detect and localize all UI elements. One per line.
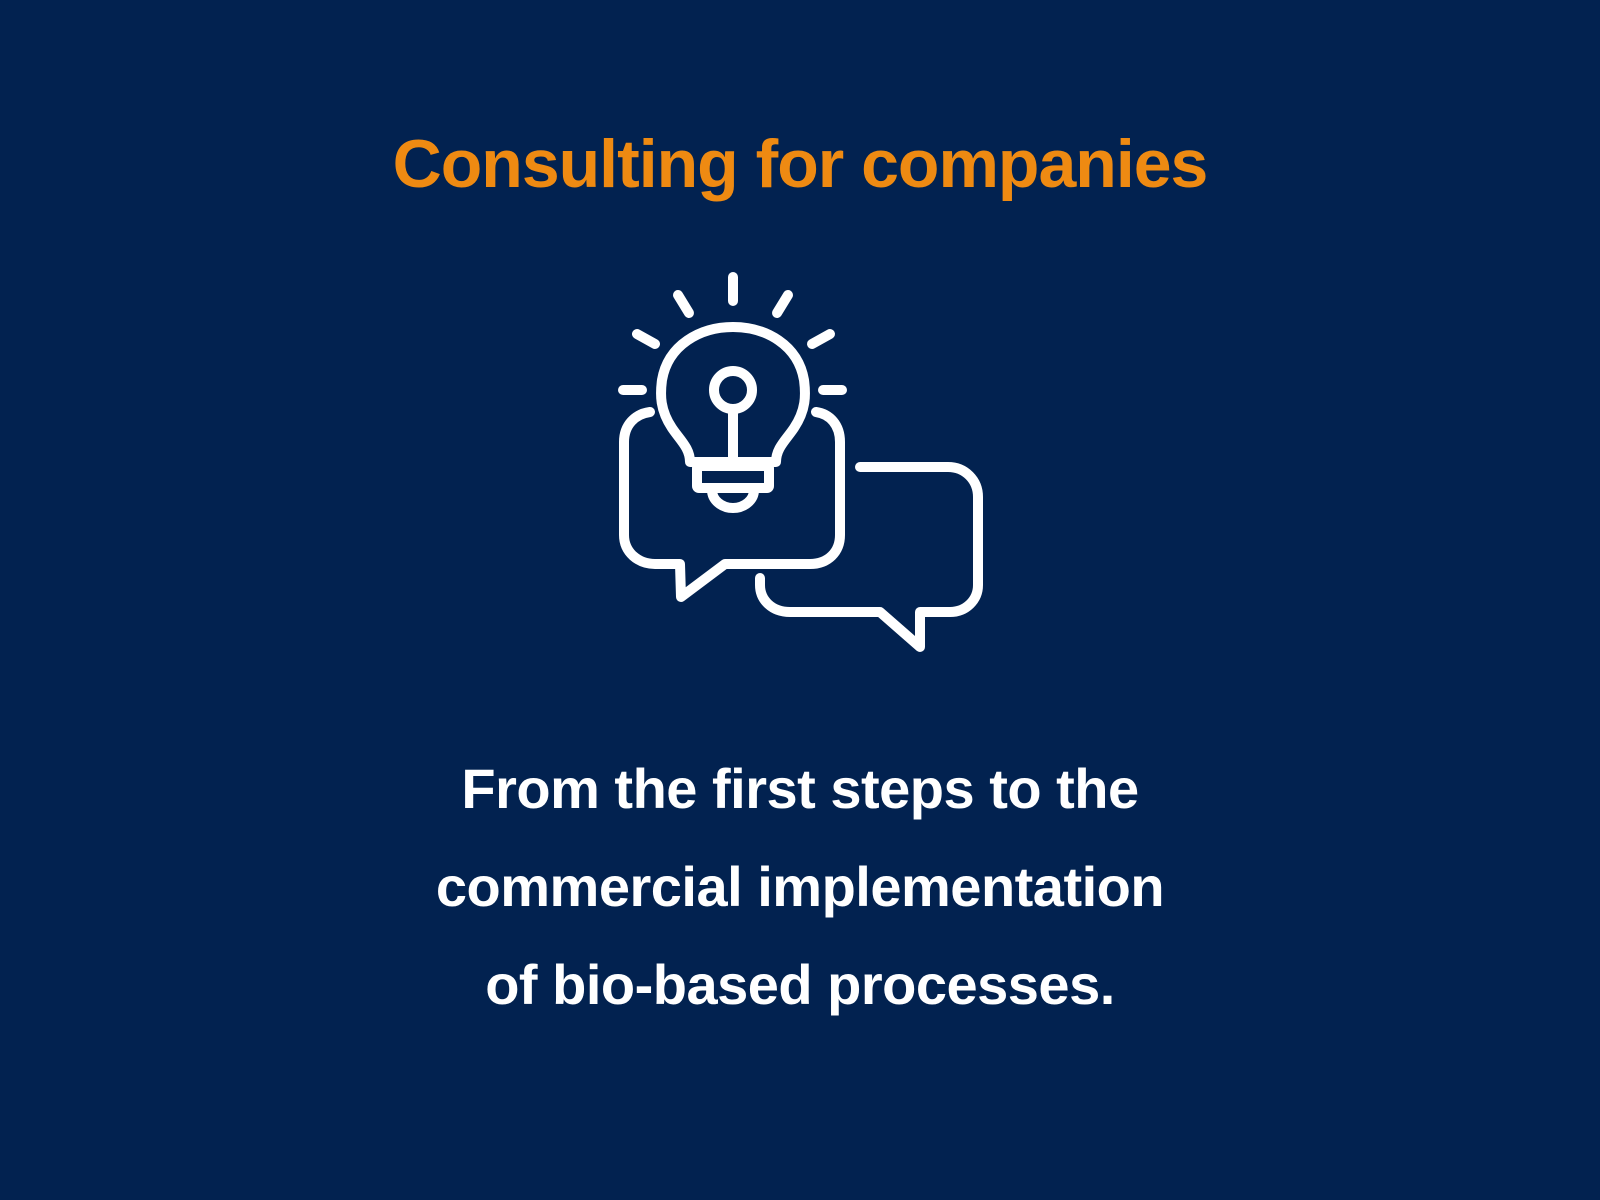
lightbulb-speech-bubbles-icon (618, 272, 983, 652)
slide-title: Consulting for companies (392, 126, 1209, 202)
speech-bubble-left-icon (619, 407, 845, 602)
body-line: From the first steps to the (461, 757, 1139, 820)
light-rays-icon (618, 272, 847, 395)
body-line: commercial implementation (435, 855, 1165, 918)
speech-bubble-right-icon (755, 462, 983, 652)
body-line: of bio-based processes. (485, 953, 1115, 1016)
lightbulb-icon (656, 322, 810, 513)
slide-body: From the first steps to the commercial i… (0, 740, 1600, 1034)
